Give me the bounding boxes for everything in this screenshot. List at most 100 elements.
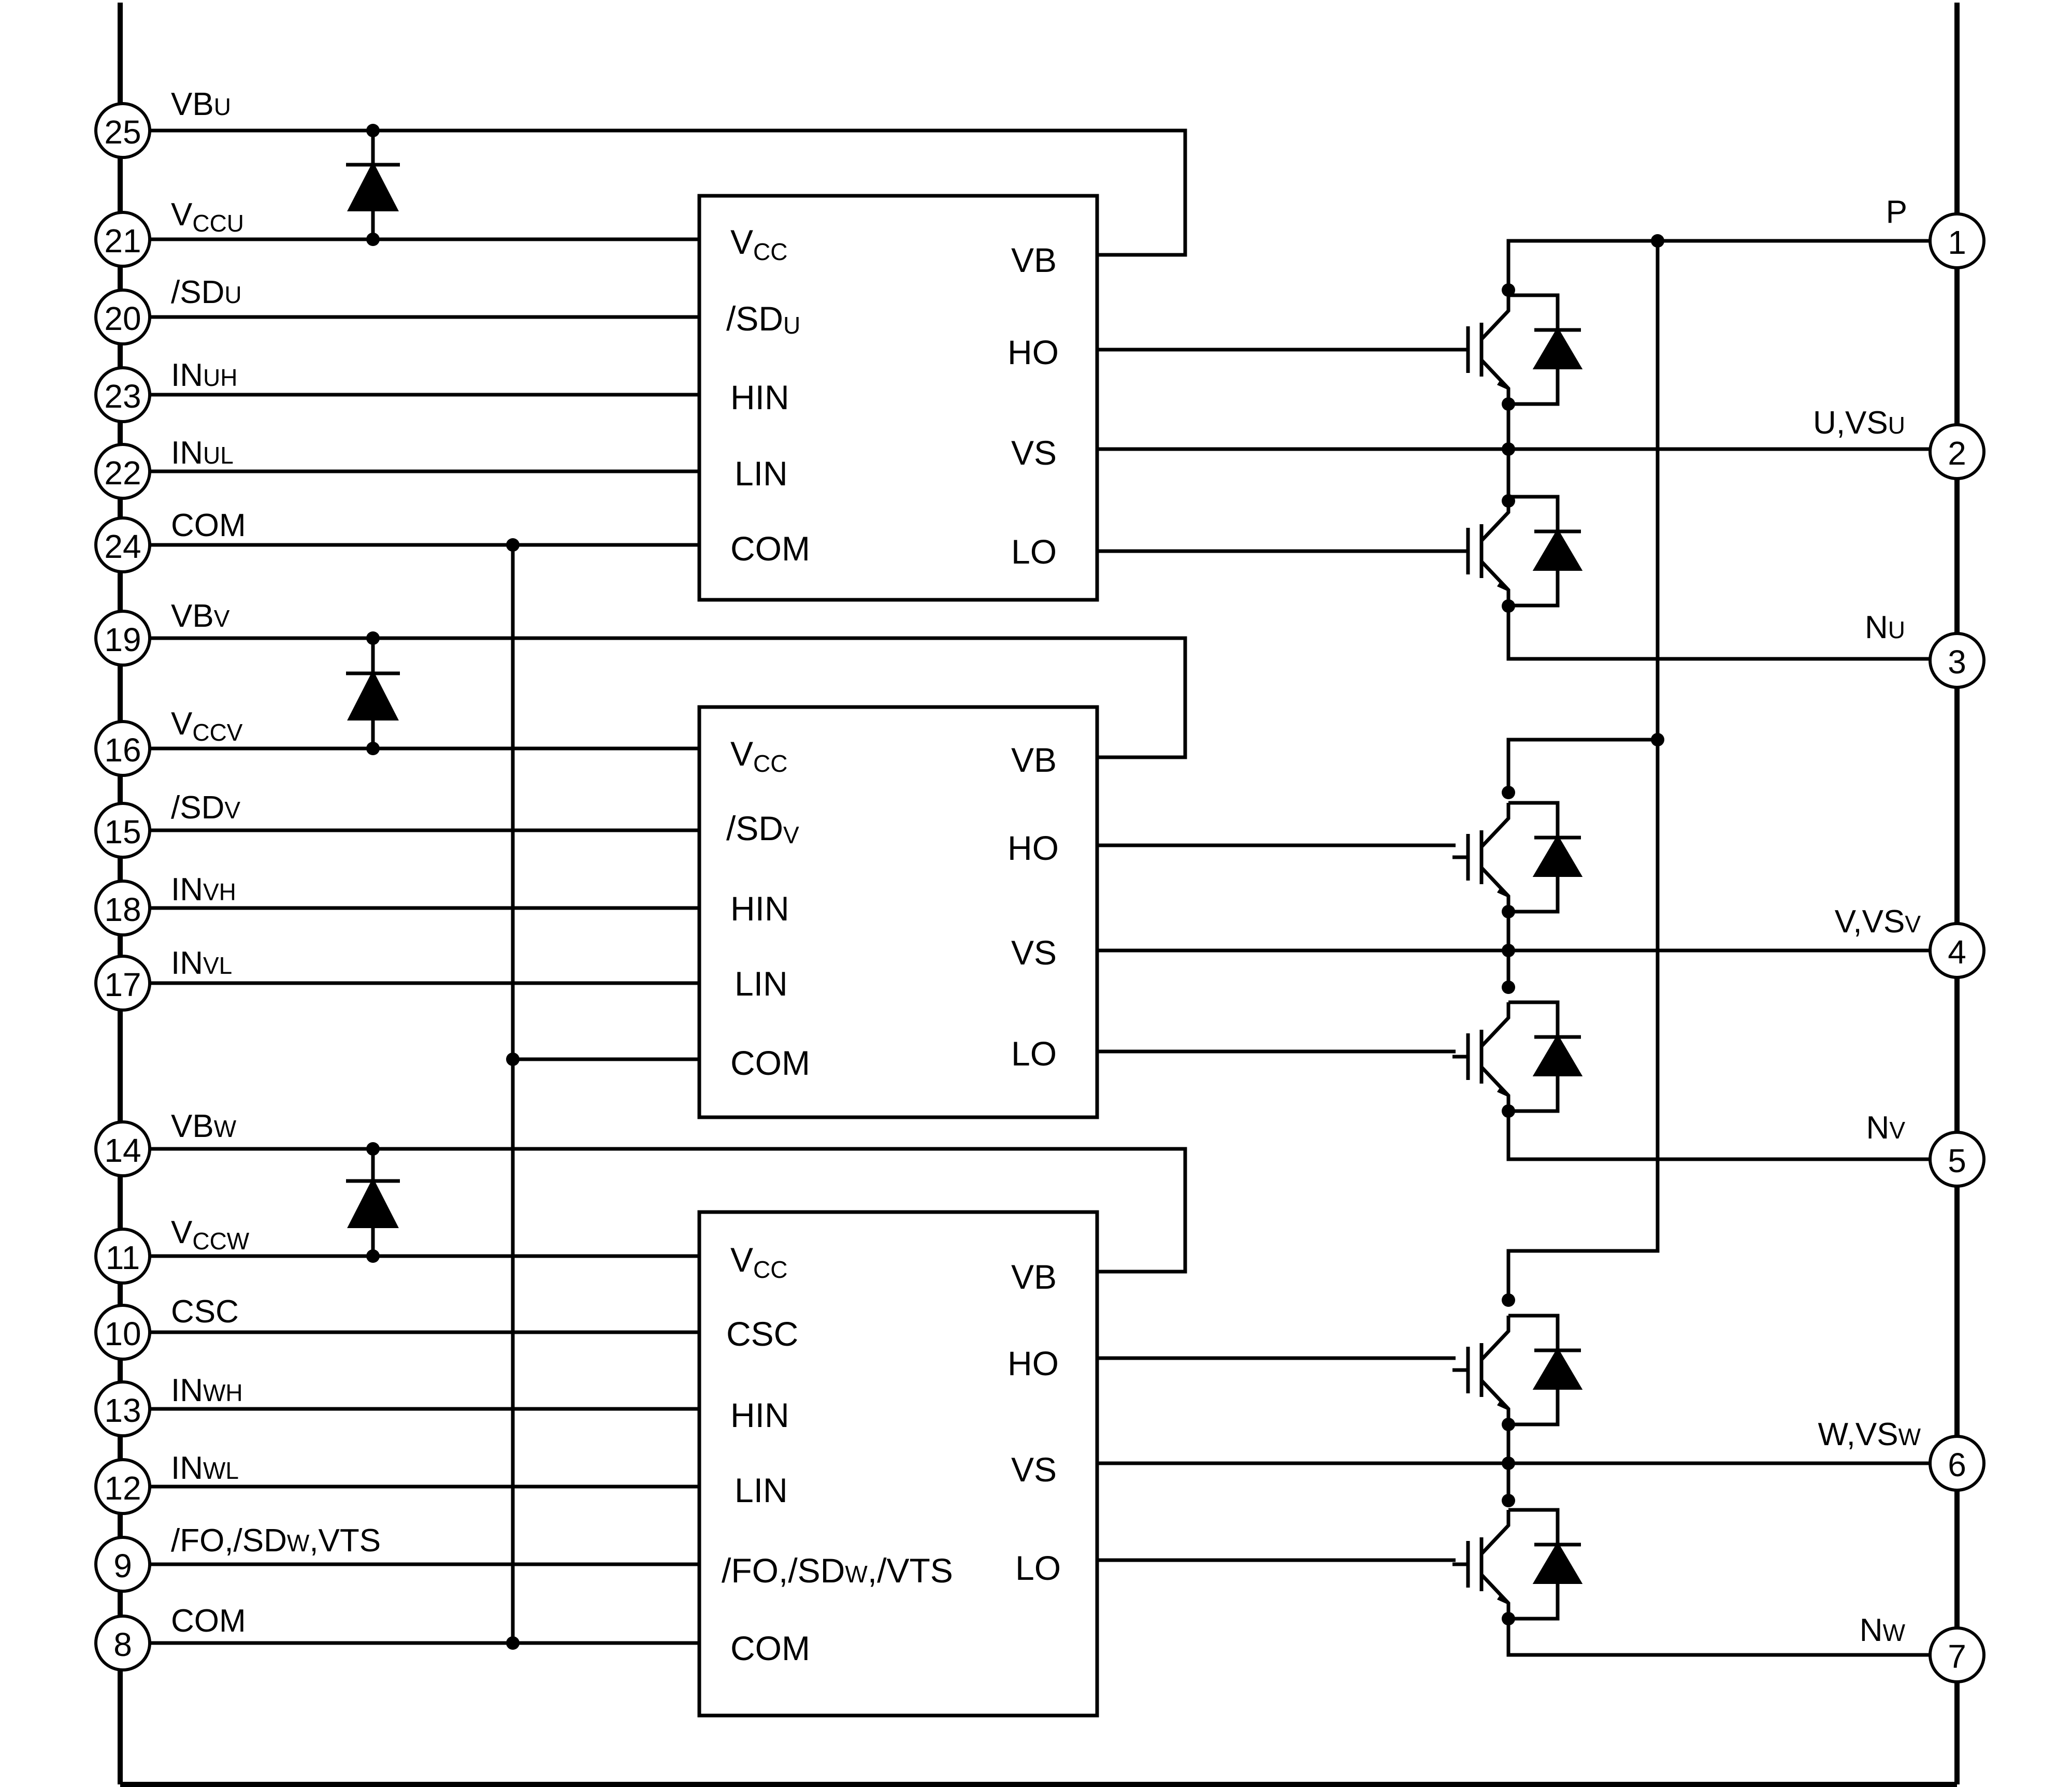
svg-text:3: 3 [1948,643,1966,681]
pin-24-label: COM [171,508,246,543]
ic-w-output-vb: VB [1011,1258,1057,1296]
svg-text:8: 8 [113,1626,132,1663]
ic-w-input-vcc: VCC [730,1241,787,1283]
igbt-w-high [1452,1316,1581,1424]
pin-1-label: P [1886,194,1907,230]
pin-23: 23 INUH [94,357,237,423]
pin-25: 25 VBU [94,87,231,159]
pin-19-label: VBV [171,598,230,634]
svg-text:6: 6 [1948,1446,1966,1483]
pin-1: 1 P [1886,194,1985,269]
svg-text:24: 24 [104,528,141,565]
ic-v-input-sd: /SDV [726,809,799,848]
ic-u-output-vs: VS [1011,434,1057,472]
driver-ic-u: VCC /SDU HIN LIN COM VB HO VS LO [697,194,1099,602]
pin-5: 5 NV [1866,1110,1985,1188]
pin-13-label: INWH [171,1373,243,1408]
ic-w-output-vs: VS [1011,1450,1057,1489]
pin-11: 11 VCCW [94,1215,250,1285]
ic-u-input-lin: LIN [735,454,788,493]
ic-u-input-com: COM [730,529,810,568]
svg-text:19: 19 [104,621,141,658]
ic-w-input-fo-sd-vts: /FO,/SDW,/VTS [722,1551,953,1590]
svg-text:21: 21 [104,222,141,260]
ic-u-output-vb: VB [1011,241,1057,279]
svg-text:11: 11 [106,1239,140,1276]
svg-text:4: 4 [1948,933,1966,971]
pin-14: 14 VBW [94,1108,237,1177]
pin-4: 4 V,VSV [1835,904,1985,979]
svg-text:15: 15 [104,813,141,851]
pin-21-label: VCCU [171,197,244,237]
svg-text:17: 17 [104,966,141,1003]
ic-v-input-hin: HIN [730,889,789,928]
ic-w-input-com: COM [730,1629,810,1667]
svg-text:10: 10 [104,1315,141,1352]
ic-u-input-vcc: VCC [730,223,787,265]
ic-v-output-ho: HO [1008,829,1059,867]
pin-12-label: INWL [171,1450,239,1486]
driver-ic-w: VCC CSC HIN LIN /FO,/SDW,/VTS COM VB HO … [697,1210,1099,1718]
ic-v-output-vs: VS [1011,933,1057,972]
svg-text:1: 1 [1948,224,1966,261]
driver-ic-v: VCC /SDV HIN LIN COM VB HO VS LO [697,705,1099,1119]
pin-16: 16 VCCV [94,706,243,777]
pin-2-label: U,VSU [1813,405,1905,441]
pin-5-label: NV [1866,1110,1906,1146]
ic-w-input-lin: LIN [735,1471,788,1509]
pin-15: 15 /SDV [94,790,240,859]
igbt-w-low [1452,1510,1581,1619]
pin-3: 3 NU [1865,610,1985,689]
ic-u-output-ho: HO [1008,333,1059,371]
pin-8: 8 COM [94,1603,246,1671]
pin-7: 7 NW [1860,1612,1985,1683]
svg-text:7: 7 [1948,1638,1966,1675]
pin-6-label: W,VSW [1818,1417,1921,1452]
pin-14-label: VBW [171,1108,237,1144]
ic-v-input-com: COM [730,1044,810,1082]
pin-6: 6 W,VSW [1818,1417,1985,1492]
pin-15-label: /SDV [171,790,240,826]
pin-22-label: INUL [171,435,234,471]
svg-text:13: 13 [104,1392,141,1429]
ic-w-output-ho: HO [1008,1344,1059,1382]
ic-w-input-hin: HIN [730,1396,789,1434]
pin-20: 20 /SDU [94,275,242,345]
igbt-v-low [1452,1002,1581,1111]
ic-u-input-hin: HIN [730,378,789,416]
pin-3-label: NU [1865,610,1905,645]
pin-18: 18 INVH [94,872,236,936]
svg-text:2: 2 [1948,435,1966,472]
svg-text:20: 20 [104,300,141,337]
ic-v-input-vcc: VCC [730,734,787,777]
left-pins: 25 VBU 21 VCCU 20 /SDU 23 INUH 22 INUL 2… [94,87,381,1671]
pin-11-label: VCCW [171,1215,250,1255]
igbt-u-high [1452,295,1581,404]
pin-8-label: COM [171,1603,246,1639]
pin-12: 12 INWL [94,1450,239,1515]
pin-4-label: V,VSV [1835,904,1921,940]
ic-u-output-lo: LO [1011,532,1057,571]
svg-text:5: 5 [1948,1142,1966,1179]
svg-text:12: 12 [104,1469,141,1507]
bootstrap-diode-w [346,1177,400,1228]
igbt-v-high [1452,803,1581,912]
bootstrap-diode-v [346,670,400,720]
pin-18-label: INVH [171,872,236,907]
svg-text:25: 25 [104,113,141,151]
pin-24: 24 COM [94,508,246,573]
pin-7-label: NW [1860,1612,1906,1648]
svg-text:18: 18 [104,891,141,928]
pin-22: 22 INUL [94,435,234,500]
pin-17: 17 INVL [94,945,232,1012]
ic-v-output-lo: LO [1011,1034,1057,1073]
igbt-u-low [1452,497,1581,606]
pin-25-label: VBU [171,87,231,122]
ic-w-input-csc: CSC [726,1315,798,1353]
ic-w-output-lo: LO [1015,1549,1061,1587]
pin-21: 21 VCCU [94,197,244,268]
svg-text:16: 16 [104,731,141,769]
pin-19: 19 VBV [94,598,230,667]
pin-9: 9 /FO,/SDW,VTS [94,1523,381,1593]
